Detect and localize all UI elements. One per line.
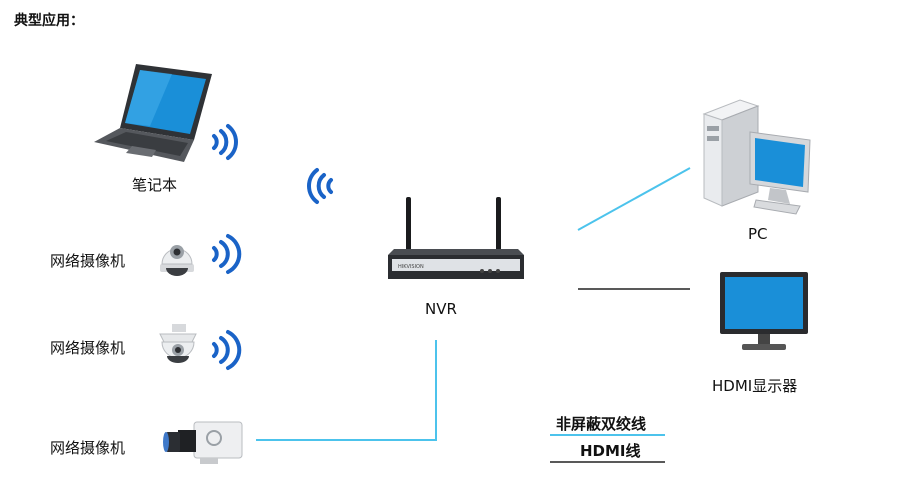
- dome-camera-icon: [160, 245, 194, 276]
- utp-nvr-camera-line: [256, 340, 437, 441]
- legend-utp-label: 非屏蔽双绞线: [556, 415, 647, 433]
- wifi-icon: [212, 330, 242, 370]
- ptz-camera-icon: [159, 324, 197, 363]
- utp-nvr-pc-line: [577, 167, 691, 231]
- laptop-label: 笔记本: [132, 176, 178, 194]
- wifi-icon: [212, 124, 238, 160]
- legend-hdmi-label: HDMI线: [580, 442, 641, 460]
- laptop-icon: [94, 64, 212, 162]
- nvr-icon: HIKVISION: [388, 197, 524, 279]
- pc-tower-icon: [702, 99, 811, 215]
- camera-label-3: 网络摄像机: [50, 439, 126, 457]
- monitor-icon: [720, 272, 808, 350]
- camera-label-1: 网络摄像机: [50, 252, 126, 270]
- pc-label: PC: [748, 225, 768, 243]
- wifi-icon: [307, 168, 333, 204]
- nvr-brand-text: HIKVISION: [398, 264, 424, 270]
- box-camera-icon: [163, 421, 243, 464]
- wifi-icon: [212, 234, 242, 274]
- monitor-label: HDMI显示器: [712, 377, 798, 395]
- camera-label-2: 网络摄像机: [50, 339, 126, 357]
- nvr-label: NVR: [425, 300, 457, 318]
- page-title: 典型应用：: [14, 13, 84, 29]
